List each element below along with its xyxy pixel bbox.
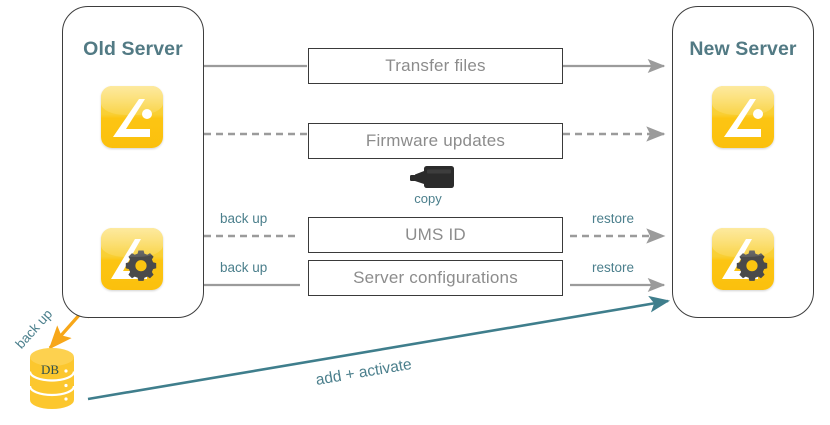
new-server-app-icon <box>712 86 774 148</box>
old-server-title: Old Server <box>83 38 183 60</box>
flow-box-label: Server configurations <box>353 268 518 287</box>
flow-box-server-configurations[interactable]: Server configurations <box>308 260 563 296</box>
flow-box-ums-id[interactable]: UMS ID <box>308 217 563 253</box>
flow-box-label: Transfer files <box>385 56 486 75</box>
backup-label-server-configurations: back up <box>220 260 268 275</box>
flow-box-firmware-updates[interactable]: Firmware updates <box>308 123 563 159</box>
usb-copy-label: copy <box>414 191 442 206</box>
add-activate-arrow <box>87 295 671 401</box>
new-server-title: New Server <box>689 38 797 60</box>
database-cylinder-icon <box>28 348 76 409</box>
restore-label-ums-id: restore <box>592 211 635 226</box>
flow-box-label: Firmware updates <box>365 131 506 150</box>
usb-otg-adapter-icon <box>410 166 454 188</box>
new-server-config-icon <box>712 228 774 290</box>
old-server-app-icon <box>101 86 163 148</box>
flow-box-transfer-files[interactable]: Transfer files <box>308 48 563 84</box>
old-server-config-icon <box>101 228 163 290</box>
flow-box-label: UMS ID <box>405 225 466 244</box>
restore-label-server-configurations: restore <box>592 260 635 275</box>
database-label: DB <box>40 362 60 377</box>
backup-label-ums-id: back up <box>220 211 268 226</box>
